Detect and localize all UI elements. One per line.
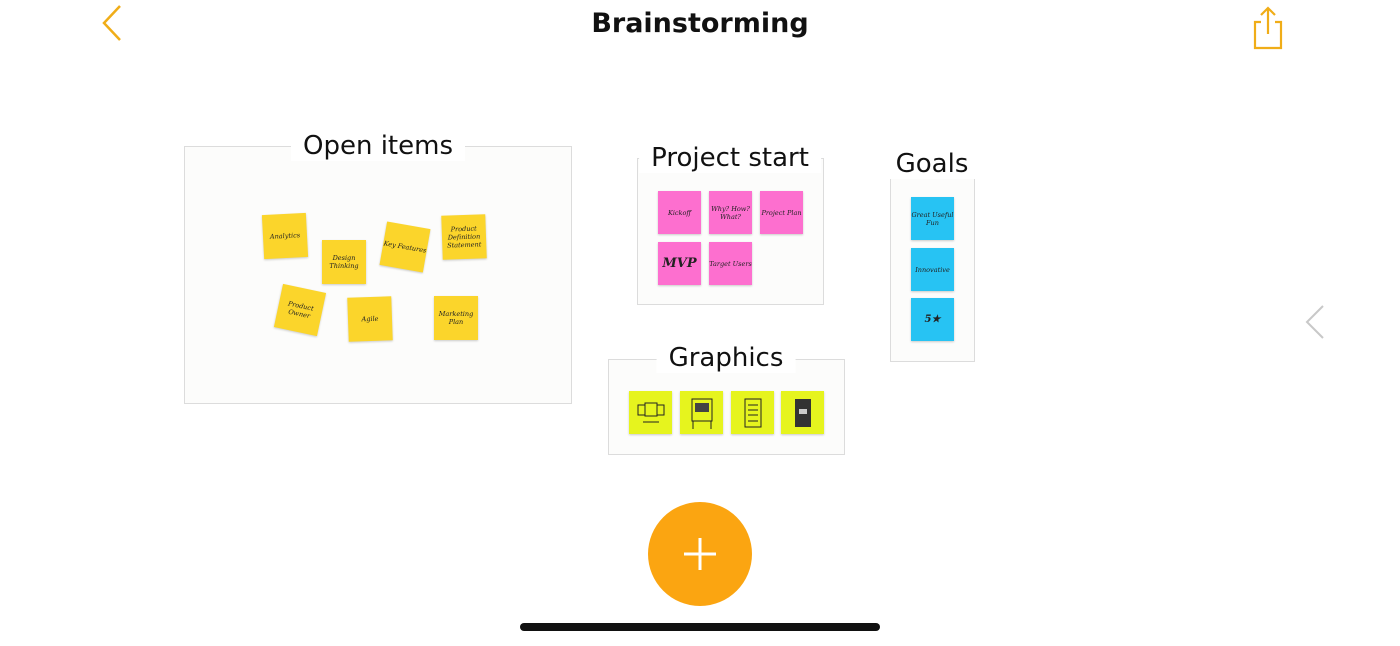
sticky-note[interactable]: Design Thinking xyxy=(322,240,366,284)
sticky-note[interactable]: Innovative xyxy=(911,248,954,291)
sticky-note[interactable]: Analytics xyxy=(261,212,309,260)
group-title: Project start xyxy=(639,143,821,173)
list-sketch-icon xyxy=(744,398,761,427)
group-open-items[interactable] xyxy=(184,146,572,404)
page-title: Brainstorming xyxy=(591,8,809,39)
chevron-left-icon xyxy=(102,5,121,41)
plus-icon xyxy=(684,538,716,570)
group-title: Goals xyxy=(883,149,981,179)
sketch-note-screen[interactable] xyxy=(680,391,723,434)
sticky-note[interactable]: MVP xyxy=(658,242,701,285)
sticky-note[interactable]: Marketing Plan xyxy=(434,296,478,340)
sketch-note-list[interactable] xyxy=(731,391,774,434)
flow-sketch-icon xyxy=(637,402,664,422)
share-button[interactable] xyxy=(1250,4,1286,50)
sketch-note-dark[interactable] xyxy=(781,391,824,434)
sticky-note[interactable]: Product Owner xyxy=(273,283,327,337)
sketch-note-flow[interactable] xyxy=(629,391,672,434)
share-icon xyxy=(1253,6,1283,50)
sticky-note[interactable]: Agile xyxy=(347,296,393,342)
sticky-note[interactable]: Great Useful Fun xyxy=(911,197,954,240)
sticky-note[interactable]: Why? How? What? xyxy=(709,191,752,234)
dark-sketch-icon xyxy=(794,398,811,427)
sticky-note[interactable]: Kickoff xyxy=(658,191,701,234)
group-title: Open items xyxy=(291,131,465,161)
chevron-right-edge-icon xyxy=(1305,305,1324,339)
sticky-note[interactable]: Project Plan xyxy=(760,191,803,234)
sticky-note[interactable]: 5★ xyxy=(911,298,954,341)
group-title: Graphics xyxy=(656,343,796,373)
next-page-button[interactable] xyxy=(1302,302,1328,342)
sticky-note[interactable]: Product Definition Statement xyxy=(441,214,487,260)
back-button[interactable] xyxy=(98,2,128,44)
add-button[interactable] xyxy=(648,502,752,606)
screen-sketch-icon xyxy=(691,398,712,429)
sticky-note[interactable]: Key Features xyxy=(379,221,431,273)
home-indicator[interactable] xyxy=(520,623,880,631)
sticky-note[interactable]: Target Users xyxy=(709,242,752,285)
